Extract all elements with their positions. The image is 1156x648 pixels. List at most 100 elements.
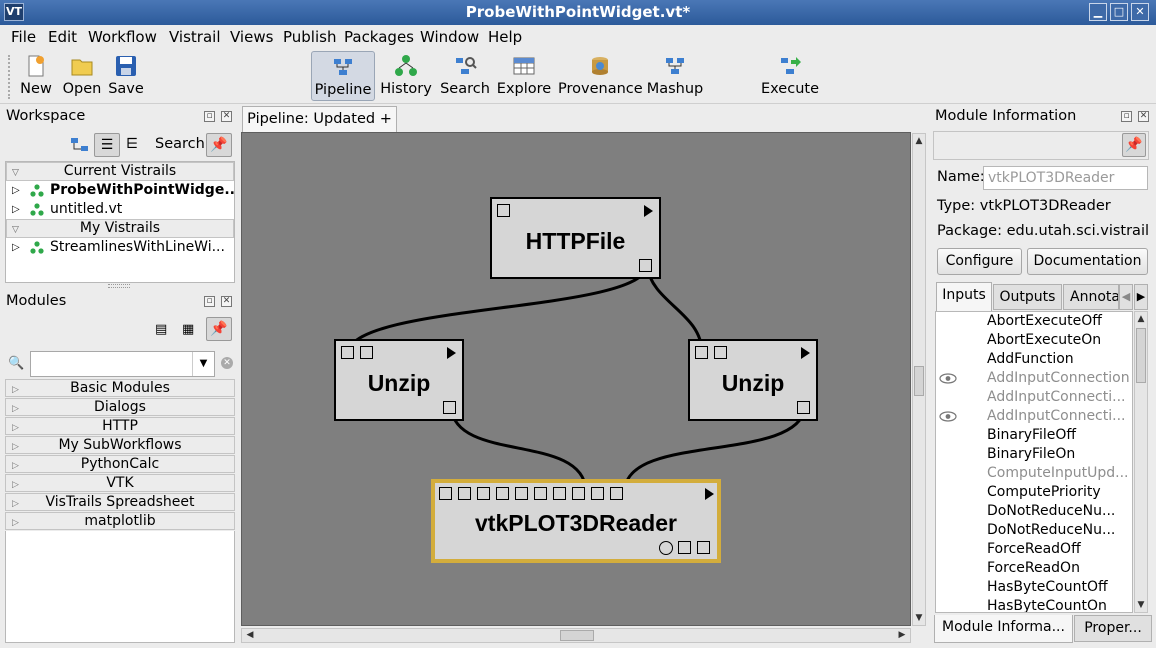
workspace-tree-view-icon[interactable] xyxy=(70,136,90,154)
output-port[interactable] xyxy=(797,401,810,414)
input-port-row[interactable]: HasByteCountOn xyxy=(936,597,1132,612)
list-view-button[interactable]: ☰ xyxy=(94,133,120,157)
scroll-up-arrow-icon[interactable]: ▲ xyxy=(915,136,923,146)
expand-arrow-icon[interactable] xyxy=(644,205,653,217)
input-port[interactable] xyxy=(695,346,708,359)
input-port-row[interactable]: AbortExecuteOff xyxy=(936,312,1132,331)
pipeline-canvas[interactable]: HTTPFile Unzip Unzip vtkPLOT3DReader xyxy=(241,132,911,626)
module-httpfile[interactable]: HTTPFile xyxy=(490,197,661,279)
module-vtkplot3dreader[interactable]: vtkPLOT3DReader xyxy=(431,479,721,563)
input-port[interactable] xyxy=(439,487,452,500)
configure-button[interactable]: Configure xyxy=(937,248,1022,275)
input-port-row[interactable]: AddInputConnection xyxy=(936,369,1132,388)
input-port[interactable] xyxy=(591,487,604,500)
menu-window[interactable]: Window xyxy=(420,28,480,46)
input-port[interactable] xyxy=(360,346,373,359)
info-close-button[interactable]: ✕ xyxy=(1138,111,1149,122)
output-port[interactable] xyxy=(443,401,456,414)
canvas-horizontal-scrollbar[interactable]: ◀ ▶ xyxy=(241,628,911,643)
expand-arrow-icon[interactable] xyxy=(801,347,810,359)
chevron-down-icon[interactable]: ▼ xyxy=(192,352,214,376)
tab-annotations[interactable]: Annota xyxy=(1063,284,1119,310)
connection[interactable] xyxy=(449,407,588,491)
workspace-search-label[interactable]: Search xyxy=(155,136,205,152)
input-port-row[interactable]: BinaryFileOn xyxy=(936,445,1132,464)
tab-properties[interactable]: Proper... xyxy=(1074,615,1152,642)
toolbar-grip[interactable] xyxy=(8,55,11,99)
package-dialogs[interactable]: ▷Dialogs xyxy=(5,398,235,416)
tab-module-information[interactable]: Module Informa... xyxy=(934,615,1073,643)
pipeline-view-button[interactable]: Pipeline xyxy=(311,51,375,101)
menu-vistrail[interactable]: Vistrail xyxy=(169,28,221,46)
vistrail-item[interactable]: ▷ untitled.vt xyxy=(6,200,234,219)
scroll-left-arrow-icon[interactable]: ◀ xyxy=(246,630,254,640)
menu-file[interactable]: File xyxy=(11,28,37,46)
menu-workflow[interactable]: Workflow xyxy=(88,28,157,46)
output-port[interactable] xyxy=(678,541,691,554)
tab-scroll-right-icon[interactable]: ▶ xyxy=(1134,284,1148,310)
explore-view-button[interactable]: Explore xyxy=(495,51,553,101)
group-my-vistrails[interactable]: ▽My Vistrails xyxy=(6,219,234,238)
input-port-row[interactable]: ForceReadOn xyxy=(936,559,1132,578)
clear-search-icon[interactable]: ✕ xyxy=(221,357,233,369)
output-port[interactable] xyxy=(697,541,710,554)
input-port[interactable] xyxy=(477,487,490,500)
vistrail-item[interactable]: ▷ ProbeWithPointWidge... xyxy=(6,181,234,200)
input-port[interactable] xyxy=(534,487,547,500)
workspace-float-button[interactable]: ▫ xyxy=(204,111,215,122)
scroll-thumb[interactable] xyxy=(914,366,924,396)
inputs-scrollbar[interactable]: ▲ ▼ xyxy=(1134,311,1148,613)
new-button[interactable]: New xyxy=(16,51,56,101)
input-port[interactable] xyxy=(497,204,510,217)
minimize-button[interactable]: ▁ xyxy=(1089,3,1107,21)
package-vistrails-spreadsheet[interactable]: ▷VisTrails Spreadsheet xyxy=(5,493,235,511)
input-port-row[interactable]: ForceReadOff xyxy=(936,540,1132,559)
modules-float-button[interactable]: ▫ xyxy=(204,296,215,307)
input-port[interactable] xyxy=(341,346,354,359)
tab-outputs[interactable]: Outputs xyxy=(993,284,1062,310)
expand-arrow-icon[interactable] xyxy=(705,488,714,500)
splitter-handle[interactable] xyxy=(108,284,130,288)
expand-arrow-icon[interactable] xyxy=(447,347,456,359)
input-port-row[interactable]: BinaryFileOff xyxy=(936,426,1132,445)
expand-all-icon[interactable]: ▦ xyxy=(182,322,195,337)
input-port-row[interactable]: ComputeInputUpd... xyxy=(936,464,1132,483)
input-port-row[interactable]: ComputePriority xyxy=(936,483,1132,502)
tab-inputs[interactable]: Inputs xyxy=(936,282,992,311)
input-port[interactable] xyxy=(610,487,623,500)
vistrail-item[interactable]: ▷ StreamlinesWithLineWi... xyxy=(6,238,234,257)
input-port-row[interactable]: AddInputConnecti... xyxy=(936,407,1132,426)
modules-pin-button[interactable]: 📌 xyxy=(206,317,232,341)
input-port-row[interactable]: AddFunction xyxy=(936,350,1132,369)
package-matplotlib[interactable]: ▷matplotlib xyxy=(5,512,235,530)
tab-pipeline[interactable]: Pipeline: Updated + 1 xyxy=(242,106,397,151)
input-port[interactable] xyxy=(572,487,585,500)
input-port[interactable] xyxy=(714,346,727,359)
save-button[interactable]: Save xyxy=(106,51,146,101)
module-unzip[interactable]: Unzip xyxy=(334,339,464,421)
scroll-right-arrow-icon[interactable]: ▶ xyxy=(898,630,906,640)
collapse-all-icon[interactable]: ▤ xyxy=(155,322,168,337)
documentation-button[interactable]: Documentation xyxy=(1027,248,1148,275)
open-button[interactable]: Open xyxy=(60,51,104,101)
workspace-pin-button[interactable]: 📌 xyxy=(206,133,232,157)
history-view-button[interactable]: History xyxy=(378,51,434,101)
info-float-button[interactable]: ▫ xyxy=(1121,111,1132,122)
info-pin-button[interactable]: 📌 xyxy=(1122,133,1146,157)
input-port[interactable] xyxy=(496,487,509,500)
tab-scroll-left-icon[interactable]: ◀ xyxy=(1119,284,1133,310)
input-port[interactable] xyxy=(458,487,471,500)
input-port-row[interactable]: DoNotReduceNu... xyxy=(936,521,1132,540)
package-pythoncalc[interactable]: ▷PythonCalc xyxy=(5,455,235,473)
input-port-row[interactable]: HasByteCountOff xyxy=(936,578,1132,597)
eye-visibility-icon[interactable] xyxy=(939,411,957,422)
scroll-up-arrow-icon[interactable]: ▲ xyxy=(1137,314,1145,324)
input-port-row[interactable]: DoNotReduceNu... xyxy=(936,502,1132,521)
maximize-button[interactable]: □ xyxy=(1110,3,1128,21)
menu-help[interactable]: Help xyxy=(488,28,523,46)
scroll-down-arrow-icon[interactable]: ▼ xyxy=(915,613,923,623)
output-port[interactable] xyxy=(639,259,652,272)
eye-visibility-icon[interactable] xyxy=(939,373,957,384)
module-unzip[interactable]: Unzip xyxy=(688,339,818,421)
scroll-down-arrow-icon[interactable]: ▼ xyxy=(1137,600,1145,610)
